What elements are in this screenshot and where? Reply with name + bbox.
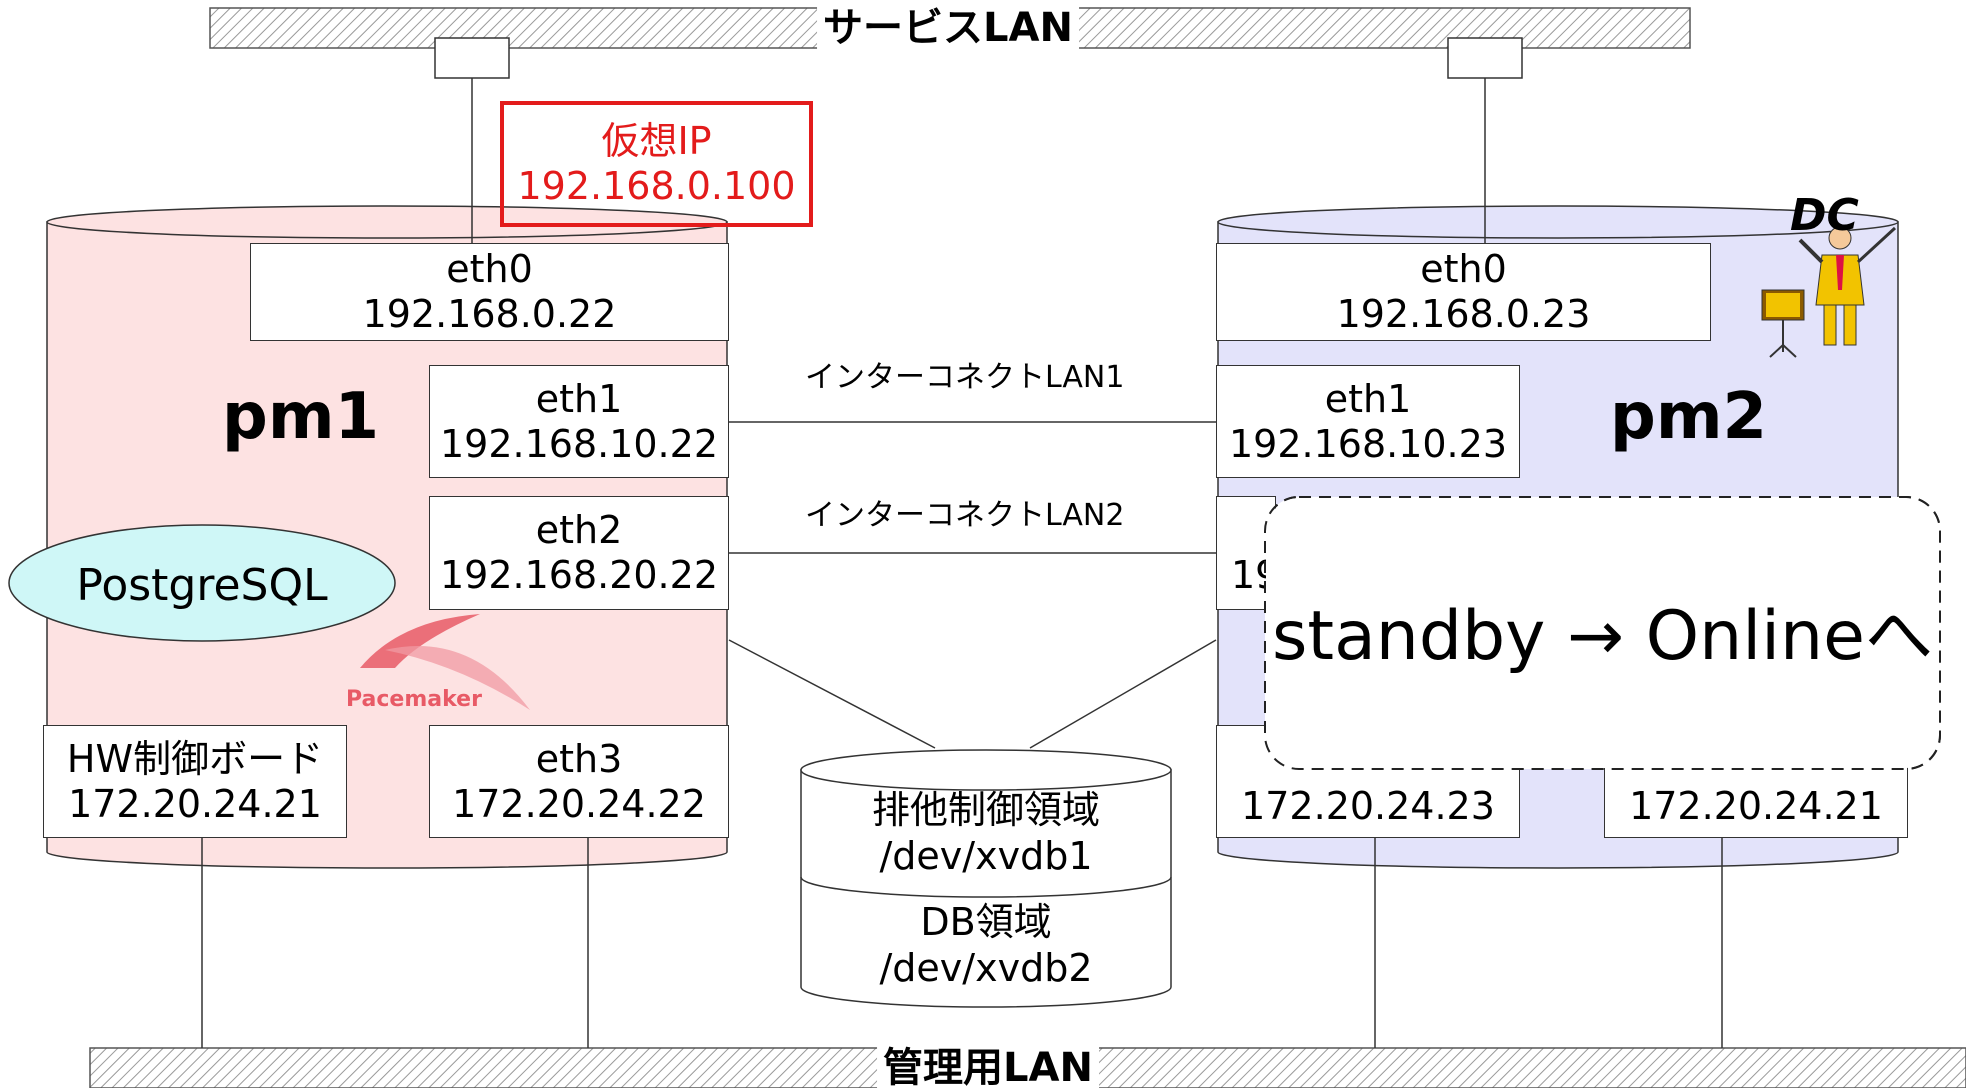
postgresql-label: PostgreSQL: [76, 560, 328, 611]
virtual-ip-title: 仮想IP: [601, 119, 712, 164]
dc-conductor-icon: [1761, 226, 1897, 358]
pm1-eth1-ip: 192.168.10.22: [439, 421, 718, 466]
pm2-label: pm2: [1610, 380, 1768, 454]
pm1-hw-name: HW制御ボード: [66, 736, 324, 781]
pm2-eth1-ip: 192.168.10.23: [1228, 421, 1507, 466]
pm1-eth0: eth0 192.168.0.22: [250, 243, 729, 341]
service-lan-label: サービスLAN: [817, 6, 1079, 50]
virtual-ip-box: 仮想IP 192.168.0.100: [500, 101, 813, 227]
pm1-hw-control-board: HW制御ボード 172.20.24.21: [43, 725, 347, 838]
pm1-hw-ip: 172.20.24.21: [68, 781, 322, 826]
dc-label: DC: [1790, 190, 1859, 241]
pm1-eth0-ip: 192.168.0.22: [362, 292, 617, 336]
interconnect-lan2-label: インターコネクトLAN2: [805, 498, 1125, 533]
storage-link-pm2: [1029, 639, 1217, 749]
disk-area2-device: /dev/xvdb2: [879, 945, 1093, 990]
shared-disk-cylinder: [800, 749, 1172, 1008]
pm2-eth0-ip: 192.168.0.23: [1336, 292, 1591, 336]
service-lan-port-pm2: [1447, 37, 1523, 79]
service-lan-port-pm1: [434, 37, 510, 79]
pm1-eth2: eth2 192.168.20.22: [429, 496, 729, 610]
pm1-label: pm1: [222, 380, 380, 454]
pm1-eth3-name: eth3: [535, 736, 623, 781]
pm1-eth2-name: eth2: [535, 508, 623, 553]
pm2-eth0-name: eth0: [1420, 247, 1507, 292]
pm1-eth3: eth3 172.20.24.22: [429, 725, 729, 838]
pacemaker-logo-icon: [360, 614, 530, 710]
pm1-eth2-ip: 192.168.20.22: [439, 553, 718, 597]
pm1-eth1-name: eth1: [535, 376, 623, 421]
disk-area1-name: 排他制御領域: [871, 788, 1100, 832]
pm2-eth0: eth0 192.168.0.23: [1216, 243, 1711, 341]
pacemaker-logo-text: Pacemaker: [346, 687, 482, 712]
disk-exclusive-area-label: 排他制御領域 /dev/xvdb1: [801, 788, 1171, 879]
pm1-eth0-name: eth0: [446, 247, 533, 292]
disk-area2-name: DB領域: [920, 900, 1052, 944]
pm2-hw-ip: 172.20.24.21: [1629, 784, 1883, 829]
pm1-eth3-ip: 172.20.24.22: [452, 781, 706, 826]
postgresql-ellipse: [8, 524, 396, 642]
status-callout-text: standby → Onlineへ: [1272, 597, 1933, 676]
storage-link-pm1: [728, 639, 936, 749]
mgmt-lan-label: 管理用LAN: [877, 1046, 1099, 1090]
pm1-eth1: eth1 192.168.10.22: [429, 365, 729, 478]
interconnect-lan1-label: インターコネクトLAN1: [805, 360, 1125, 395]
pm2-eth1-name: eth1: [1324, 376, 1412, 421]
pm2-eth3-ip: 172.20.24.23: [1241, 784, 1495, 829]
disk-db-area-label: DB領域 /dev/xvdb2: [801, 900, 1171, 991]
pm2-eth1: eth1 192.168.10.23: [1216, 365, 1520, 478]
disk-area1-device: /dev/xvdb1: [879, 833, 1093, 878]
virtual-ip-address: 192.168.0.100: [517, 164, 796, 208]
